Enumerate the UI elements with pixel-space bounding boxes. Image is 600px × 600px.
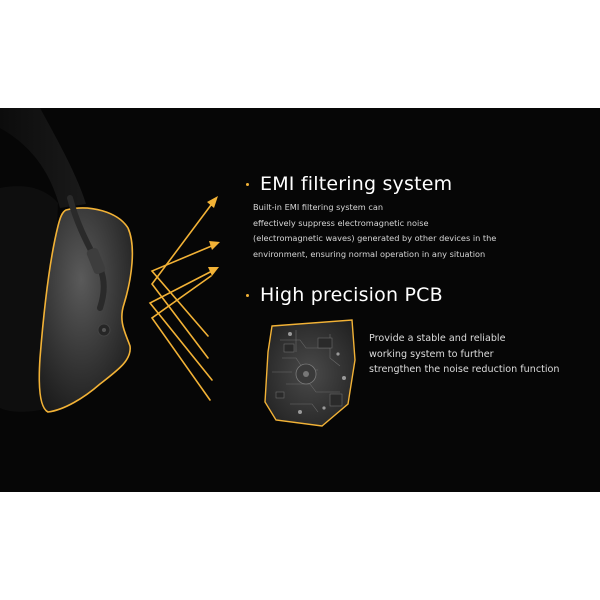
pcb-heading: High precision PCB [260,284,443,306]
emi-line: Built-in EMI filtering system can [253,202,384,212]
banner-artwork [0,108,356,427]
bullet-dot-icon [246,183,249,186]
bullet-dot-icon [246,294,249,297]
pcb-line: working system to further [369,348,494,360]
pcb-description: Provide a stable and reliable working sy… [369,331,560,378]
signal-arrows [148,200,215,401]
earmuff-plug [86,247,106,275]
emi-heading: EMI filtering system [260,173,453,195]
pcb-board [264,319,356,427]
arrow-up-right-icon [207,196,220,276]
pcb-line: strengthen the noise reduction function [369,364,560,375]
headband-shape [0,108,86,208]
emi-line: (electromagnetic waves) generated by oth… [253,233,497,243]
emi-description: Built-in EMI filtering system can effect… [253,200,496,262]
product-banner: EMI filtering system Built-in EMI filter… [0,108,600,492]
emi-line: effectively suppress electromagnetic noi… [253,217,429,228]
earmuff-cushion [38,207,134,413]
pcb-line: Provide a stable and reliable [369,333,506,344]
emi-line: environment, ensuring normal operation i… [253,248,486,259]
